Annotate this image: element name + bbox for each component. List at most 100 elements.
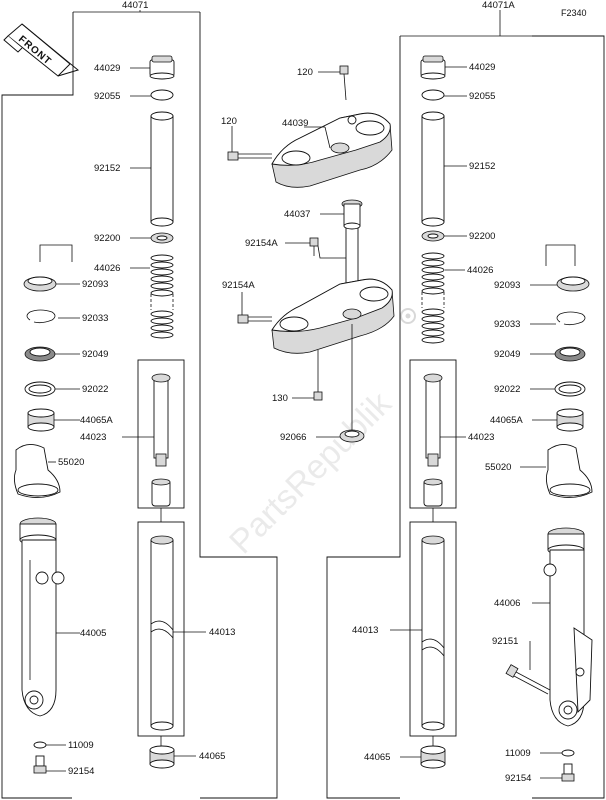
left-circlip-92033 <box>26 309 56 324</box>
label-44026-right: 44026 <box>467 265 493 276</box>
label-120-left: 120 <box>221 116 237 127</box>
left-bushing-44065 <box>149 745 175 769</box>
center-bolt-92154A-top <box>309 237 319 256</box>
spring-coil <box>421 266 445 274</box>
right-gasket-11009 <box>561 749 575 757</box>
label-44065A-left: 44065A <box>80 415 113 426</box>
label-44006-right: 44006 <box>494 598 520 609</box>
right-bolt-92154 <box>561 763 575 782</box>
right-dust-seal-92093 <box>556 276 590 292</box>
right-circlip-92033 <box>556 311 586 326</box>
left-inner-tube-44013 <box>150 535 174 731</box>
label-44023-left: 44023 <box>80 432 106 443</box>
left-spacer-tube-92152 <box>150 111 174 227</box>
label-44065-left: 44065 <box>199 751 225 762</box>
spring-coil <box>421 280 445 288</box>
right-dust-cover-55020 <box>545 444 593 498</box>
spring-coil <box>421 259 445 267</box>
spring-coil <box>421 322 445 330</box>
left-assembly-frame <box>1 12 74 799</box>
label-92022-left: 92022 <box>82 384 108 395</box>
left-dust-seal-92093 <box>23 276 57 292</box>
spring-coil <box>150 282 174 290</box>
left-gasket-11009 <box>33 741 47 749</box>
left-outer-tube-44005 <box>19 517 65 717</box>
right-oil-seal-92049 <box>554 346 586 362</box>
center-bolt-120-top <box>339 65 349 101</box>
spring-coil <box>150 289 174 297</box>
right-spacer-tube-92152 <box>421 111 445 227</box>
right-damper-rod-44023 <box>423 373 443 507</box>
label-120-top: 120 <box>297 67 313 78</box>
spring-coil <box>421 329 445 337</box>
left-bushing-44065A <box>27 408 55 432</box>
label-92055-left: 92055 <box>94 91 120 102</box>
label-92200-right: 92200 <box>469 231 495 242</box>
left-fork-spring-44026 <box>150 254 174 339</box>
right-outer-tube-44006 <box>543 527 593 727</box>
watermark-text: PartsRepublik <box>222 384 399 561</box>
label-92033-left: 92033 <box>82 313 108 324</box>
label-92093-right: 92093 <box>494 280 520 291</box>
right-cap-bolt-44029 <box>420 55 446 80</box>
spring-coil <box>421 287 445 295</box>
front-arrow-badge: FRONT <box>3 23 80 77</box>
label-92154-right: 92154 <box>505 773 531 784</box>
label-55020-right: 55020 <box>485 462 511 473</box>
label-44029-right: 44029 <box>469 62 495 73</box>
label-92066: 92066 <box>280 432 306 443</box>
right-fork-spring-44026 <box>421 252 445 344</box>
label-44013-right: 44013 <box>352 625 378 636</box>
label-44013-left: 44013 <box>209 627 235 638</box>
label-92049-left: 92049 <box>82 349 108 360</box>
label-44023-right: 44023 <box>468 432 494 443</box>
spring-coil <box>150 324 174 332</box>
center-bolt-130 <box>313 350 323 401</box>
label-92154A-left: 92154A <box>222 280 255 291</box>
label-44037: 44037 <box>284 209 310 220</box>
figure-code: F2340 <box>561 8 587 18</box>
center-bolt-92154A-left <box>237 314 272 324</box>
spring-coil <box>421 336 445 344</box>
label-44065A-right: 44065A <box>490 415 523 426</box>
label-92200-left: 92200 <box>94 233 120 244</box>
label-92022-right: 92022 <box>494 384 520 395</box>
right-bushing-44065 <box>420 745 446 769</box>
label-92152-left: 92152 <box>94 163 120 174</box>
upper-fork-bracket-44039 <box>271 112 393 188</box>
label-92154A-top: 92154A <box>245 238 278 249</box>
label-130: 130 <box>272 393 288 404</box>
label-92049-right: 92049 <box>494 349 520 360</box>
label-44005-left: 44005 <box>80 628 106 639</box>
label-44039: 44039 <box>282 118 308 129</box>
spring-coil <box>421 273 445 281</box>
spring-coil <box>421 252 445 260</box>
spring-coil <box>150 331 174 339</box>
label-44065-right: 44065 <box>364 752 390 763</box>
label-44029-left: 44029 <box>94 63 120 74</box>
right-o-ring-92055 <box>421 89 445 101</box>
label-44071: 44071 <box>122 0 148 11</box>
spring-coil <box>150 310 174 318</box>
center-seal-92066 <box>339 429 365 443</box>
label-92152-right: 92152 <box>469 161 495 172</box>
label-92151-right: 92151 <box>492 636 518 647</box>
left-bolt-92154 <box>33 755 47 774</box>
spring-coil <box>150 268 174 276</box>
label-11009-left: 11009 <box>68 740 94 751</box>
label-92055-right: 92055 <box>469 91 495 102</box>
left-damper-rod-44023 <box>151 373 171 507</box>
right-bolt-92151 <box>505 664 551 695</box>
label-92093-left: 92093 <box>82 279 108 290</box>
lower-fork-bracket <box>271 278 395 354</box>
left-cap-bolt-44029 <box>149 55 175 80</box>
spring-coil <box>150 275 174 283</box>
label-55020-left: 55020 <box>58 457 84 468</box>
spring-coil <box>421 308 445 316</box>
left-oil-seal-92049 <box>24 346 56 362</box>
spring-coil <box>150 261 174 269</box>
right-inner-tube-44013 <box>421 535 445 731</box>
label-92033-right: 92033 <box>494 319 520 330</box>
label-92154-left: 92154 <box>68 766 94 777</box>
